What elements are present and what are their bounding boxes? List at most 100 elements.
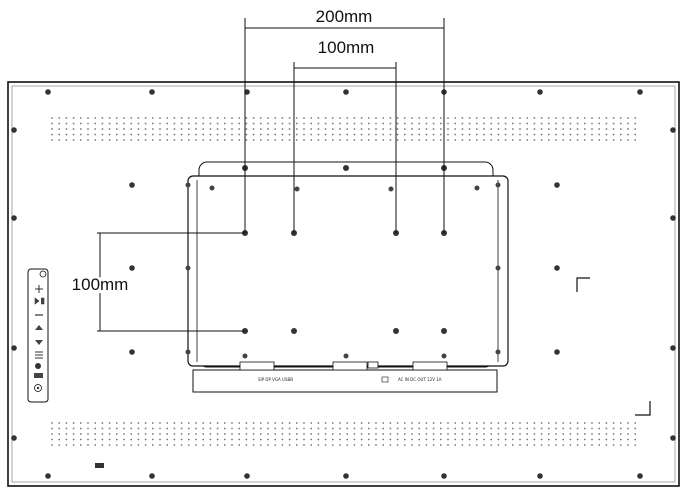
vent-hole	[511, 117, 514, 119]
vent-hole	[360, 444, 363, 446]
vent-hole	[490, 427, 493, 430]
vent-hole	[324, 128, 327, 130]
vent-hole	[72, 139, 75, 141]
vent-hole	[310, 433, 313, 435]
vent-hole	[130, 422, 133, 424]
vent-hole	[555, 427, 557, 430]
vent-hole	[562, 133, 565, 136]
vent-hole	[411, 438, 413, 441]
vent-hole	[295, 117, 298, 119]
vent-hole	[533, 128, 536, 130]
vent-hole	[267, 139, 269, 141]
vent-hole	[180, 422, 183, 424]
vent-hole	[115, 122, 118, 125]
vent-hole	[137, 128, 140, 130]
perimeter-screw	[670, 215, 676, 221]
vent-hole	[533, 444, 536, 446]
vent-hole	[173, 444, 176, 446]
vent-hole	[432, 427, 435, 430]
vent-hole	[295, 444, 298, 446]
vent-hole	[605, 133, 608, 136]
vent-hole	[526, 122, 529, 125]
vent-hole	[180, 122, 183, 125]
vent-hole	[195, 427, 197, 430]
vent-hole	[267, 444, 269, 446]
vent-hole	[252, 117, 255, 119]
vent-hole	[605, 139, 608, 141]
vent-hole	[101, 133, 104, 136]
vent-hole	[562, 427, 565, 430]
vent-hole	[562, 422, 565, 424]
vent-hole	[389, 444, 392, 446]
vent-hole	[238, 139, 241, 141]
vent-hole	[281, 117, 284, 119]
vent-hole	[454, 422, 457, 424]
vent-hole	[475, 117, 478, 119]
vent-hole	[346, 117, 349, 119]
vent-hole	[274, 128, 277, 130]
vent-hole	[619, 427, 622, 430]
vent-hole	[303, 128, 305, 130]
vent-hole	[447, 438, 449, 441]
vent-hole	[432, 422, 435, 424]
vent-hole	[519, 117, 521, 119]
perimeter-screws	[11, 89, 676, 479]
vent-hole	[533, 422, 536, 424]
vent-hole	[151, 139, 154, 141]
vent-hole	[461, 139, 464, 141]
vent-hole	[231, 438, 233, 441]
perimeter-screw	[11, 435, 17, 441]
vent-hole	[490, 444, 493, 446]
vent-hole	[490, 122, 493, 125]
vent-hole	[504, 122, 507, 125]
vent-hole	[403, 427, 406, 430]
vent-hole	[216, 444, 219, 446]
vent-hole	[202, 117, 205, 119]
vent-hole	[346, 427, 349, 430]
vent-hole	[360, 117, 363, 119]
vent-hole	[555, 139, 557, 141]
vent-hole	[454, 133, 457, 136]
cover-screw	[474, 185, 480, 191]
vent-hole	[562, 433, 565, 435]
vent-hole	[101, 139, 104, 141]
vent-hole	[231, 133, 233, 136]
vent-hole	[389, 422, 392, 424]
vent-hole	[447, 133, 449, 136]
cover-screw	[554, 182, 560, 188]
vent-hole	[65, 128, 68, 130]
vent-hole	[166, 427, 169, 430]
vent-hole	[504, 427, 507, 430]
vent-hole	[288, 438, 291, 441]
vent-hole	[238, 438, 241, 441]
vent-hole	[223, 117, 226, 119]
vent-hole	[375, 117, 377, 119]
vent-hole	[389, 117, 392, 119]
vent-hole	[267, 128, 269, 130]
led-icon	[36, 386, 40, 390]
vent-hole	[187, 444, 190, 446]
perimeter-screw	[244, 473, 250, 479]
vent-hole	[396, 133, 399, 136]
vent-hole	[382, 444, 385, 446]
vent-hole	[101, 422, 104, 424]
vent-hole	[475, 122, 478, 125]
vent-hole	[223, 438, 226, 441]
vent-hole	[396, 433, 399, 435]
vent-hole	[468, 139, 471, 141]
vent-hole	[627, 422, 629, 424]
vent-hole	[454, 117, 457, 119]
vent-hole	[627, 133, 629, 136]
vent-hole	[367, 133, 370, 136]
vent-hole	[432, 433, 435, 435]
vent-hole	[123, 427, 125, 430]
vent-hole	[634, 117, 637, 119]
power-button-icon	[39, 270, 47, 278]
vent-hole	[324, 438, 327, 441]
vent-hole	[598, 139, 601, 141]
cover-screw	[185, 349, 191, 355]
vent-hole	[324, 122, 327, 125]
vent-hole	[310, 438, 313, 441]
vent-hole	[634, 433, 637, 435]
vent-hole	[533, 438, 536, 441]
